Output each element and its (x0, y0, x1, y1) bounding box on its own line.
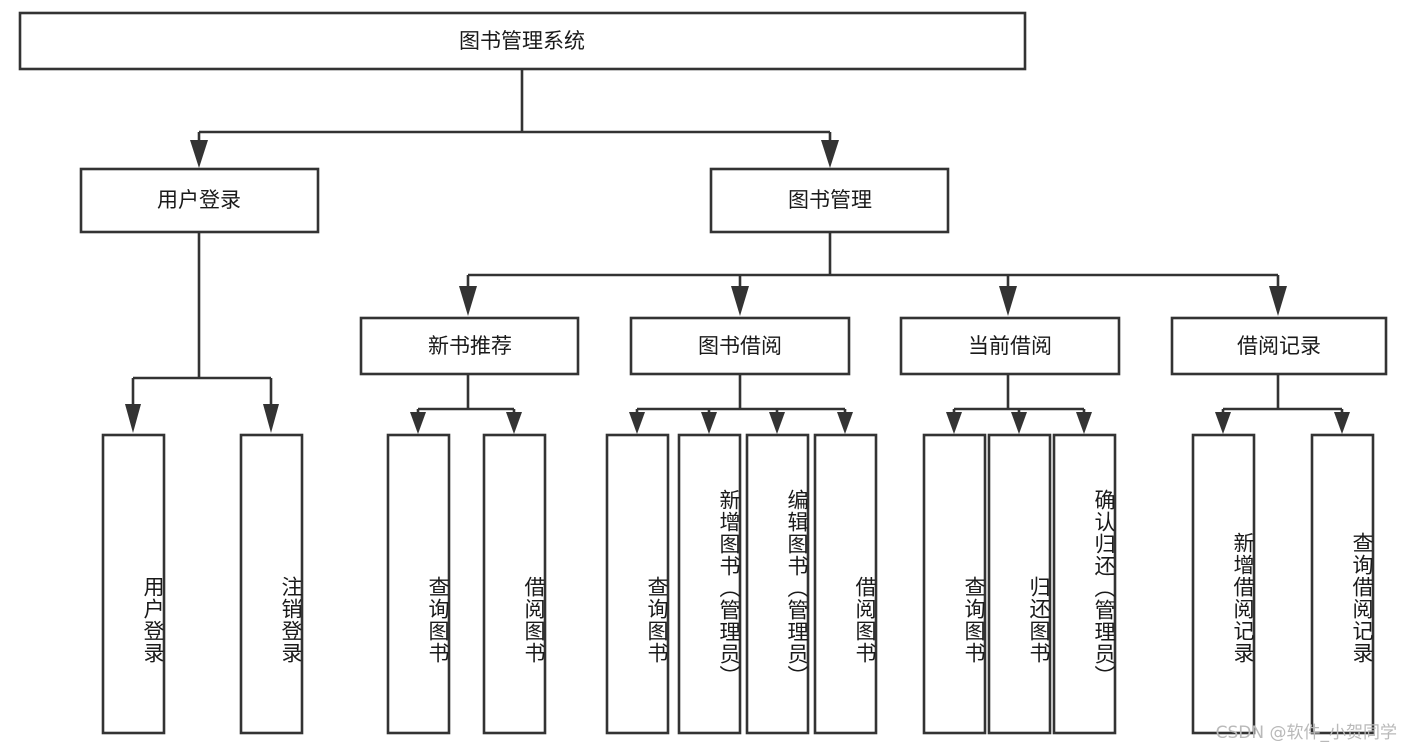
node-borrow-record[interactable]: 借阅记录 (1170, 316, 1388, 376)
leaf-box-borrow-book-newbook[interactable] (482, 433, 547, 735)
borrow-record-label: 借阅记录 (1237, 334, 1321, 358)
leaf-box-query-book-current[interactable] (922, 433, 987, 735)
csdn-watermark: CSDN @软件_小贺同学 (1215, 723, 1397, 743)
arrowhead-user-login (190, 140, 208, 168)
connector-layer (125, 69, 1350, 434)
leaf-box-add-book-admin[interactable] (677, 433, 742, 735)
leaf-box-borrow-book[interactable] (813, 433, 878, 735)
new-book-recommend-box[interactable] (359, 316, 580, 376)
leaf-box-query-book-newbook[interactable] (386, 433, 451, 735)
leaf-box-query-book-borrow[interactable] (605, 433, 670, 735)
leaf-box-layer[interactable] (101, 433, 1375, 735)
current-borrow-label: 当前借阅 (968, 334, 1052, 358)
book-management-box[interactable] (709, 167, 950, 234)
leaf-box-confirm-return-admin[interactable] (1052, 433, 1117, 735)
arrowhead-leaf-query-book-3 (946, 412, 962, 434)
leaf-box-add-borrow-record[interactable] (1191, 433, 1256, 735)
arrowhead-leaf-logout (263, 404, 279, 433)
arrowhead-leaf-query-record (1334, 412, 1350, 434)
arrowhead-book-mgmt (821, 140, 839, 168)
node-user-login[interactable]: 用户登录 (79, 167, 320, 234)
arrowhead-leaf-confirm-return (1076, 412, 1092, 434)
current-borrow-box[interactable] (899, 316, 1121, 376)
user-login-box[interactable] (79, 167, 320, 234)
node-book-management[interactable]: 图书管理 (709, 167, 950, 234)
arrowhead-leaf-add-book (701, 412, 717, 434)
leaf-box-logout[interactable] (239, 433, 304, 735)
arrowhead-borrow-record (1269, 286, 1287, 316)
leaf-box-edit-book-admin[interactable] (745, 433, 810, 735)
arrowhead-current-borrow (999, 286, 1017, 316)
root-box[interactable] (18, 11, 1027, 71)
arrowhead-new-book-rec (459, 286, 477, 316)
arrowhead-leaf-query-book-1 (410, 412, 426, 434)
node-root[interactable]: 图书管理系统 (18, 11, 1027, 71)
borrow-record-box[interactable] (1170, 316, 1388, 376)
leaf-box-return-book[interactable] (987, 433, 1052, 735)
node-new-book-recommend[interactable]: 新书推荐 (359, 316, 580, 376)
node-book-borrow[interactable]: 图书借阅 (629, 316, 851, 376)
new-book-recommend-label: 新书推荐 (428, 334, 512, 358)
book-management-label: 图书管理 (788, 188, 872, 212)
root-label: 图书管理系统 (459, 29, 585, 53)
arrowhead-leaf-return-book (1011, 412, 1027, 434)
arrowhead-leaf-edit-book (769, 412, 785, 434)
arrowhead-leaf-borrow-book-2 (837, 412, 853, 434)
leaf-box-query-borrow-record[interactable] (1310, 433, 1375, 735)
leaf-box-user-login[interactable] (101, 433, 166, 735)
arrowhead-leaf-borrow-book-1 (506, 412, 522, 434)
arrowhead-leaf-query-book-2 (629, 412, 645, 434)
node-current-borrow[interactable]: 当前借阅 (899, 316, 1121, 376)
arrowhead-leaf-user-login (125, 404, 141, 433)
arrowhead-leaf-add-record (1215, 412, 1231, 434)
book-borrow-box[interactable] (629, 316, 851, 376)
arrowhead-book-borrow (731, 286, 749, 316)
user-login-label: 用户登录 (157, 188, 241, 212)
book-borrow-label: 图书借阅 (698, 334, 782, 358)
